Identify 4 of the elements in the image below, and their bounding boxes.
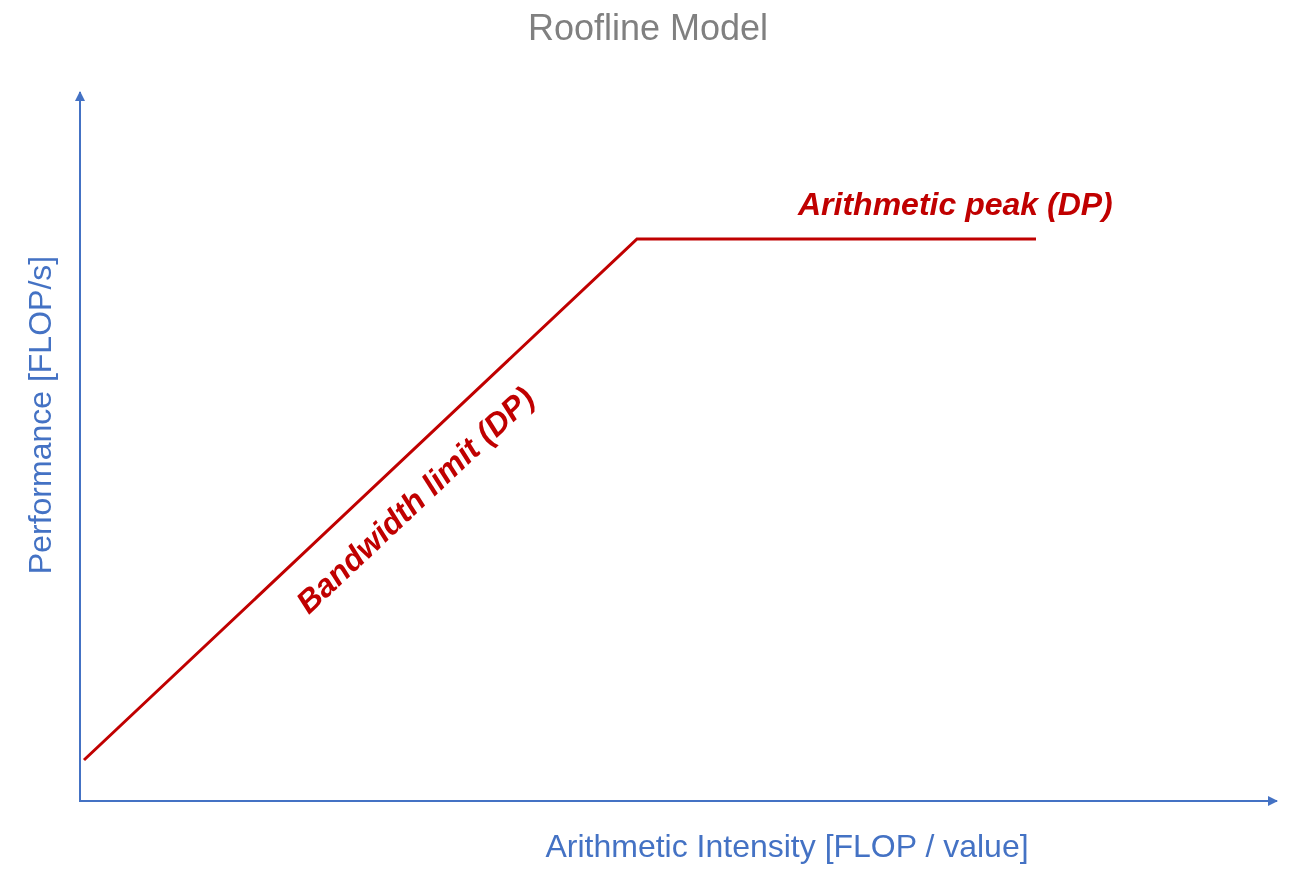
axis-label: Arithmetic Intensity [FLOP / value] bbox=[545, 830, 1029, 862]
line-label: Arithmetic peak (DP) bbox=[798, 188, 1113, 220]
axis-label: Performance [FLOP/s] bbox=[24, 255, 56, 575]
chart-title: Roofline Model bbox=[526, 10, 770, 46]
